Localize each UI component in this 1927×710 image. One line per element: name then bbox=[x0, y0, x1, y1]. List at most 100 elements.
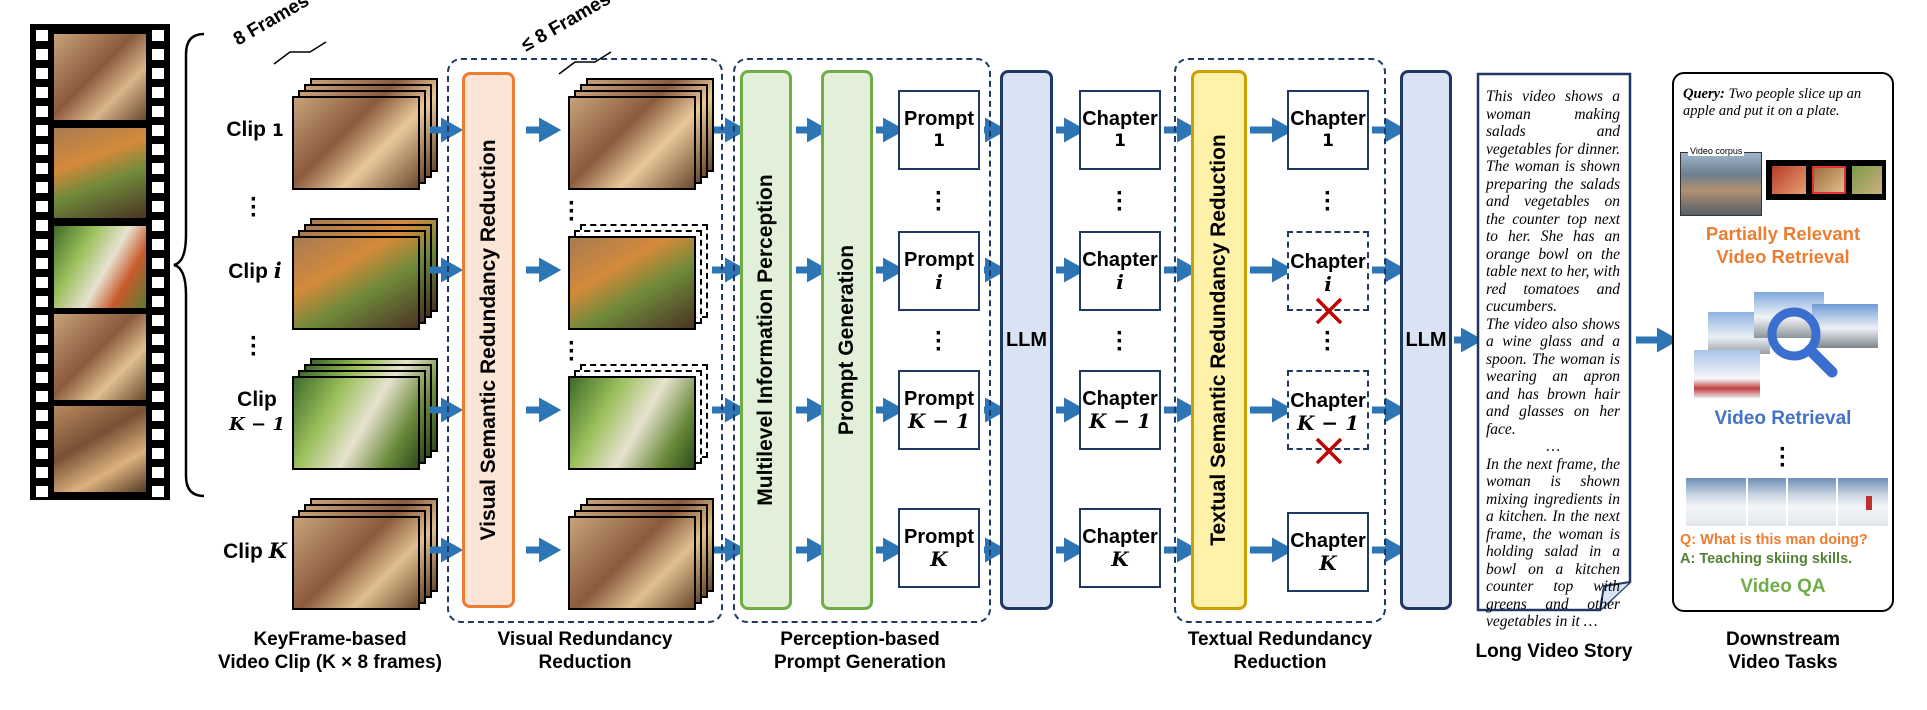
reduced-frames-bracket bbox=[558, 51, 612, 75]
sprocket-hole bbox=[36, 220, 48, 231]
video-corpus-label: Video corpus bbox=[1688, 146, 1745, 156]
film-frame bbox=[54, 34, 146, 120]
vertical-ellipsis: ··· bbox=[568, 190, 576, 233]
visual-redundancy-region bbox=[447, 58, 723, 623]
sprocket-hole bbox=[152, 68, 164, 79]
sprocket-hole bbox=[36, 353, 48, 364]
sprocket-hole bbox=[152, 410, 164, 421]
sprocket-hole bbox=[36, 467, 48, 478]
story-paragraph: In the next frame, the woman is shown mi… bbox=[1486, 455, 1620, 631]
stage-label-downstream: Downstream Video Tasks bbox=[1725, 629, 1841, 673]
film-sprocket-holes bbox=[36, 30, 164, 497]
retrieval-thumbnail bbox=[1694, 350, 1760, 398]
vertical-ellipsis: ··· bbox=[1324, 320, 1332, 363]
vertical-ellipsis: ··· bbox=[250, 186, 258, 229]
sprocket-hole bbox=[36, 30, 48, 41]
removed-cross-icon bbox=[1315, 437, 1343, 465]
long-video-story-text: This video shows a woman making salads a… bbox=[1486, 88, 1620, 631]
clip-label-1: Clip 1 bbox=[226, 118, 284, 141]
sprocket-hole bbox=[152, 258, 164, 269]
sprocket-hole bbox=[152, 125, 164, 136]
matched-clip-frame bbox=[1772, 166, 1806, 194]
sprocket-hole bbox=[152, 334, 164, 345]
partially-relevant-video-retrieval-title: Partially Relevant Video Retrieval bbox=[1705, 223, 1861, 267]
video-qa-title: Video QA bbox=[1740, 576, 1826, 597]
matched-clip-frame bbox=[1812, 166, 1846, 194]
film-frame bbox=[54, 128, 146, 218]
sprocket-hole bbox=[36, 486, 48, 497]
sprocket-hole bbox=[36, 49, 48, 60]
sprocket-hole bbox=[152, 448, 164, 459]
frames-bracket bbox=[273, 41, 327, 65]
stage-label-visual-redundancy: Visual Redundancy Reduction bbox=[497, 629, 673, 673]
llm-module-2: LLM bbox=[1400, 70, 1452, 610]
sprocket-hole bbox=[152, 315, 164, 326]
sprocket-hole bbox=[152, 144, 164, 155]
film-frame bbox=[54, 314, 146, 400]
clip-label-k: Clip K bbox=[223, 538, 287, 563]
story-paragraph: The video also shows a wine glass and a … bbox=[1486, 315, 1620, 438]
matched-clip-frame bbox=[1852, 166, 1882, 194]
stage-label-textual-redundancy: Textual Redundancy Reduction bbox=[1187, 629, 1373, 673]
keyframe-image bbox=[292, 96, 420, 190]
keyframe-image bbox=[568, 376, 696, 470]
vertical-ellipsis: ··· bbox=[1116, 180, 1124, 223]
clip-label-i: Clip i bbox=[228, 258, 282, 283]
film-frame bbox=[54, 226, 146, 308]
curly-brace bbox=[173, 32, 205, 498]
story-ellipsis: … bbox=[1545, 438, 1561, 455]
removed-cross-icon bbox=[1315, 297, 1343, 325]
sprocket-hole bbox=[36, 277, 48, 288]
visual-semantic-redundancy-reduction-module: Visual Semantic Redundancy Reduction bbox=[462, 72, 515, 608]
sprocket-hole bbox=[152, 182, 164, 193]
sprocket-hole bbox=[36, 429, 48, 440]
sprocket-hole bbox=[36, 87, 48, 98]
sprocket-hole bbox=[36, 372, 48, 383]
keyframe-image bbox=[292, 236, 420, 330]
vertical-ellipsis: ··· bbox=[1324, 180, 1332, 223]
sprocket-hole bbox=[152, 467, 164, 478]
sprocket-hole bbox=[36, 182, 48, 193]
sprocket-hole bbox=[152, 220, 164, 231]
sprocket-hole bbox=[152, 372, 164, 383]
perception-region bbox=[733, 58, 991, 623]
sprocket-hole bbox=[152, 239, 164, 250]
sprocket-hole bbox=[36, 106, 48, 117]
film-frame bbox=[54, 406, 146, 492]
sprocket-hole bbox=[152, 486, 164, 497]
stage-label-long-video-story: Long Video Story bbox=[1475, 641, 1633, 662]
sprocket-hole bbox=[36, 315, 48, 326]
textual-semantic-redundancy-reduction-module: Textual Semantic Redundancy Reduction bbox=[1191, 70, 1247, 610]
sprocket-hole bbox=[152, 87, 164, 98]
sprocket-hole bbox=[152, 49, 164, 60]
llm-module-1: LLM bbox=[1000, 70, 1053, 610]
story-document-frame bbox=[1476, 72, 1632, 612]
vertical-ellipsis: ··· bbox=[1779, 436, 1787, 479]
film-strip bbox=[30, 24, 170, 500]
keyframe-image bbox=[292, 376, 420, 470]
keyframe-image bbox=[568, 96, 696, 190]
keyframe-image bbox=[568, 236, 696, 330]
retrieval-thumbnail bbox=[1812, 304, 1878, 348]
stage-label-perception: Perception-based Prompt Generation bbox=[773, 629, 947, 673]
sprocket-hole bbox=[152, 429, 164, 440]
sprocket-hole bbox=[152, 163, 164, 174]
sprocket-hole bbox=[36, 448, 48, 459]
sprocket-hole bbox=[152, 353, 164, 364]
sprocket-hole bbox=[36, 334, 48, 345]
vertical-ellipsis: ··· bbox=[935, 320, 943, 363]
sprocket-hole bbox=[36, 410, 48, 421]
prompt-generation-module: Prompt Generation bbox=[821, 70, 873, 610]
sprocket-hole bbox=[152, 296, 164, 307]
query-text: Query: Two people slice up an apple and … bbox=[1683, 86, 1862, 119]
